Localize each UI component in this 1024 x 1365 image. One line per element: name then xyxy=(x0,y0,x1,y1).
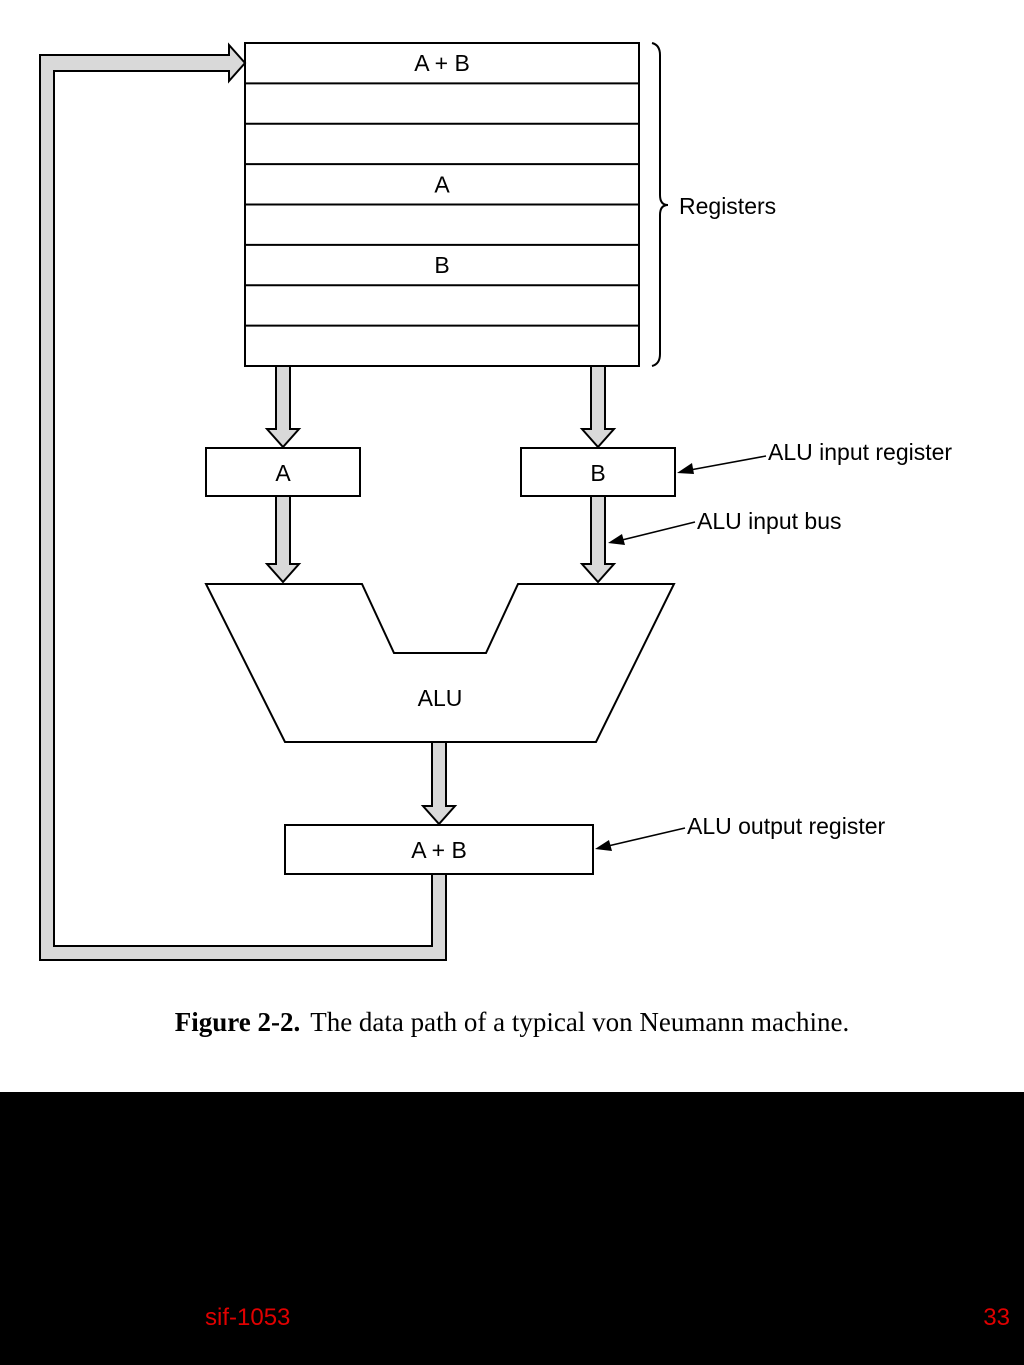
svg-text:A: A xyxy=(275,460,291,486)
register-file: A + B A B xyxy=(244,42,640,367)
svg-text:ALU output register: ALU output register xyxy=(687,813,886,839)
annotation-alu-input-bus: ALU input bus xyxy=(608,508,841,545)
alu-input-register-a: A xyxy=(205,447,361,497)
register-3: A xyxy=(434,171,450,197)
svg-text:ALU input bus: ALU input bus xyxy=(697,508,841,534)
alu-output-register: A + B xyxy=(284,824,594,875)
svg-text:B: B xyxy=(590,460,605,486)
annotation-alu-input-register: ALU input register xyxy=(677,439,952,474)
feedback-bus xyxy=(39,42,447,961)
figure-caption: Figure 2-2. The data path of a typical vo… xyxy=(0,1007,1024,1038)
figure-number: Figure 2-2. xyxy=(174,1007,301,1037)
bus-arrow-a-down xyxy=(264,365,302,449)
bus-arrow-b-down xyxy=(579,365,617,449)
data-path-diagram: A + B A B Registers A B ALU A + B ALU inpu… xyxy=(39,42,952,961)
svg-text:ALU: ALU xyxy=(418,685,463,711)
course-code: sif-1053 xyxy=(205,1304,291,1331)
registers-label: Registers xyxy=(679,193,776,219)
alu-input-register-b: B xyxy=(520,447,676,497)
alu-input-bus-a xyxy=(264,495,302,584)
svg-text:A + B: A + B xyxy=(411,837,467,863)
annotation-alu-output-register: ALU output register xyxy=(595,813,886,851)
alu-input-bus-b xyxy=(579,495,617,584)
svg-text:ALU input register: ALU input register xyxy=(768,439,952,465)
register-5: B xyxy=(434,252,449,278)
slide-footer: sif-1053 33 xyxy=(0,1092,1024,1365)
register-0: A + B xyxy=(414,50,470,76)
alu-output-arrow xyxy=(420,741,458,826)
page-number: 33 xyxy=(983,1304,1010,1331)
alu: ALU xyxy=(204,583,676,743)
figure-caption-text: The data path of a typical von Neumann m… xyxy=(310,1007,850,1037)
registers-brace xyxy=(651,42,669,367)
